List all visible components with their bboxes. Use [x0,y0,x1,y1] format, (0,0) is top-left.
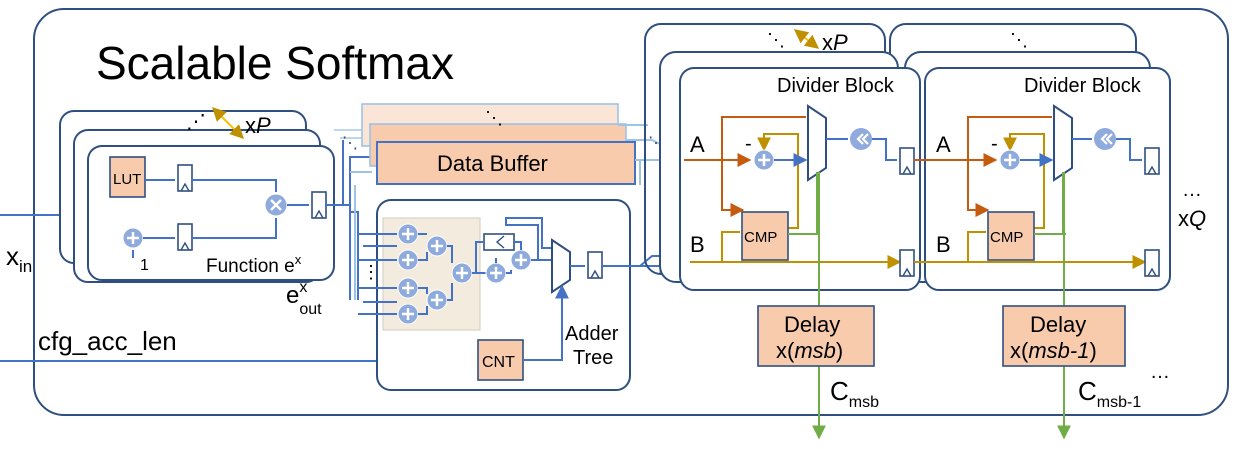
divider-block-1: Divider Block A B - CMP [679,67,921,291]
lut-block [109,156,146,198]
divider-block-label-2: Divider Block [1024,75,1142,97]
delay-block-1: Delay x(msb) Cmsb [757,172,879,440]
adder-tree-dots: ⋮ [362,262,380,282]
cmp-block-2 [987,211,1035,261]
delay-1-line2: x(msb) [776,338,843,363]
delay-1-output-label: Cmsb [830,376,879,411]
divider-input-a-2: A [936,132,951,157]
data-buffer-dots: ⋱ [485,108,503,128]
delay-ellipsis: … [1150,361,1170,383]
lut-label: LUT [113,171,141,188]
buffer-to-divider-wires [618,124,672,185]
divider-input-b: B [690,232,705,257]
delay-2-line1: Delay [1030,312,1086,337]
const-one: 1 [140,257,149,274]
adder-tree-block: ⋮ CNT Adder Tree [358,199,640,391]
outer-frame [33,8,1229,416]
function-label: Function ex [206,252,302,277]
divider-q-label: xQ [1178,206,1206,231]
data-buffer-stack: ⋱ Data Buffer ⋱ [342,103,636,185]
divider-minus: - [745,133,752,155]
divider-ellipsis: … [1182,179,1202,201]
divider-input-a: A [690,132,705,157]
cmp-label-2: CMP [990,229,1023,246]
divider-mux [807,104,827,182]
delay-block-2: Delay x(msb-1) Cmsb-1 … [1002,172,1170,440]
adder-tree-mux [551,238,571,294]
divider-minus-2: - [991,133,998,155]
divider-dots-2: ⋱ [1010,30,1028,50]
divider-block-label: Divider Block [777,75,895,97]
cfg-label: cfg_acc_len [38,326,177,356]
divider-input-b-2: B [936,232,951,257]
data-buffer-label: Data Buffer [437,151,548,176]
page-title: Scalable Softmax [96,37,454,89]
delay-2-output-label: Cmsb-1 [1078,376,1141,411]
svg-text:⋱: ⋱ [342,135,358,152]
fanout-wires [326,140,372,300]
delay-2-line2: x(msb-1) [1010,338,1097,363]
divider-dots-1: ⋱ [767,30,785,50]
function-replicate-label: xP [245,113,271,138]
function-block: ⋰ xP LUT 1 Function ex [59,107,335,283]
cnt-label: CNT [482,354,515,371]
function-dots: ⋰ [186,111,206,133]
adder-tree-label-1: Adder [565,323,619,345]
divider-mux-2 [1053,104,1073,182]
delay-1-line1: Delay [784,312,840,337]
cmp-label: CMP [744,229,777,246]
xin-label: xin [6,241,32,276]
divider-block-2: Divider Block A B - CMP [914,67,1171,291]
adder-tree-label-2: Tree [573,347,613,369]
divider-replicate-label: xP [822,30,848,55]
cmp-block [741,211,789,261]
